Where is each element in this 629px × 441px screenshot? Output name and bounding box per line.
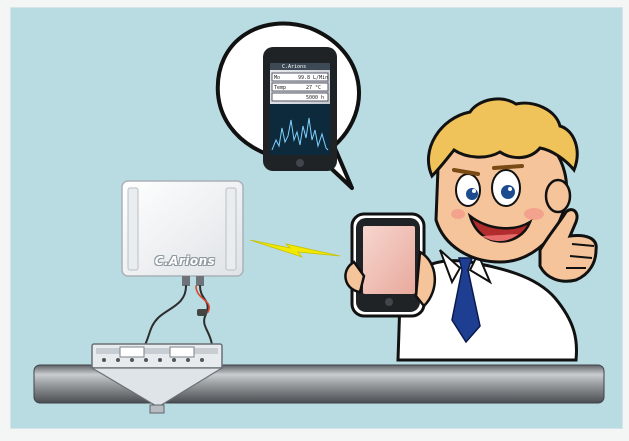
phone-row-1-value: 99.8 L/Min [298,75,329,81]
phone-screen-title: C.Arions [282,64,307,70]
speech-bubble [215,21,361,190]
phone-row-2-value: 27 °C [306,85,322,91]
phone-row-1-label: Mo [274,75,281,81]
flow-meter-device [121,180,244,286]
lightning-signal-icon [249,239,341,258]
phone-row-2-label: Temp [274,85,287,91]
device-brand-label: C.Arions [154,254,216,268]
clamp-on-transducer [89,343,225,414]
sensor-cable [144,285,213,346]
cartoon-man [344,97,598,362]
phone-row-3-value: 5000 h [306,95,325,101]
